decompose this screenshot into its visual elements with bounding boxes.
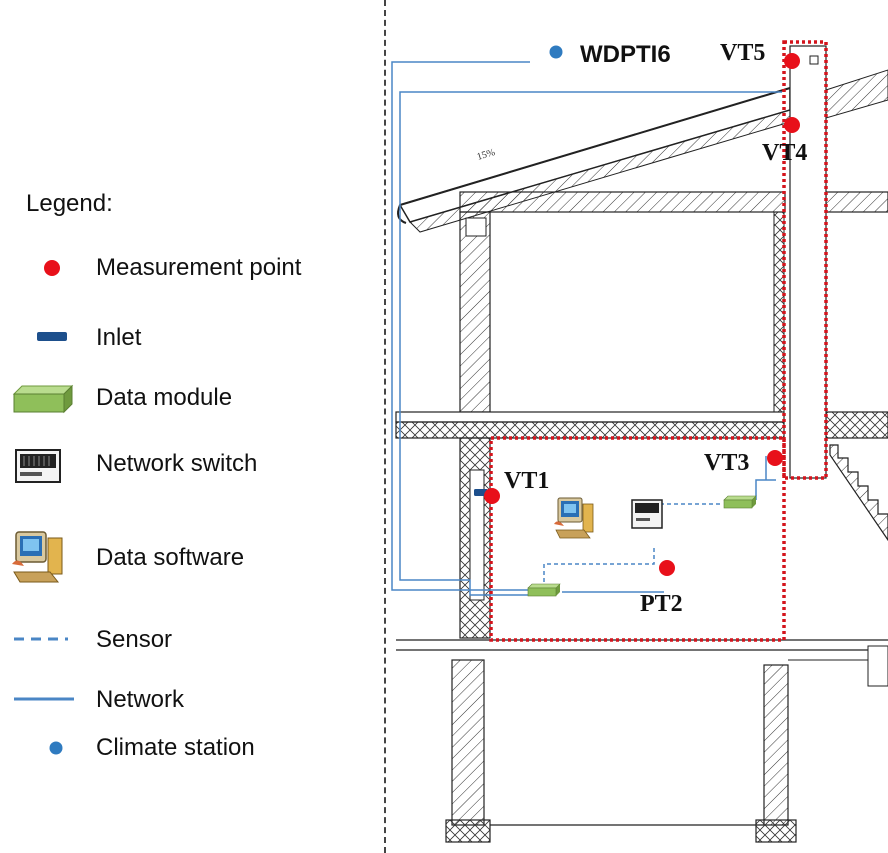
network-line-icon: [14, 697, 74, 701]
ventilation-shaft: [789, 45, 827, 479]
network-lines: [391, 61, 782, 596]
climate-station-icon: [49, 741, 63, 755]
room-zone-outline: [489, 436, 786, 642]
legend-item-climate-station: Climate station: [0, 728, 385, 768]
vt5-label: VT5: [720, 40, 765, 66]
upper-walls: [459, 211, 785, 413]
pt2-label: PT2: [640, 591, 683, 617]
network-switch-icon: [15, 449, 61, 483]
data-module-room: [527, 583, 561, 597]
legend-item-inlet: Inlet: [0, 318, 385, 358]
legend-item-network-switch: Network switch: [0, 444, 385, 484]
legend-label: Network: [96, 686, 185, 713]
legend-label: Inlet: [96, 324, 142, 351]
vt3-label: VT3: [704, 450, 749, 476]
measurement-point-vt5: [784, 53, 800, 69]
computer-icon: [12, 531, 63, 583]
sensor-line-icon: [14, 637, 68, 641]
legend-label: Measurement point: [96, 254, 302, 281]
legend-label: Sensor: [96, 626, 173, 653]
measurement-zones: [489, 40, 828, 642]
lower-walls: [459, 437, 491, 639]
data-module-vt3: [723, 495, 757, 509]
legend-label: Network switch: [96, 450, 258, 477]
climate-station-label: WDPTI6: [580, 41, 671, 68]
legend-panel: Legend: Measurement point Inlet Data mod…: [0, 0, 385, 853]
legend-label: Climate station: [96, 734, 255, 761]
legend-item-data-module: Data module: [0, 378, 385, 418]
climate-station-marker: [549, 45, 563, 59]
legend-label: Data software: [96, 544, 245, 571]
attic-floor: [459, 191, 888, 213]
legend-divider: [384, 0, 386, 853]
legend-item-measurement-point: Measurement point: [0, 248, 385, 288]
measurement-point-vt1: [484, 488, 500, 504]
legend-item-network: Network: [0, 680, 385, 720]
sensor-lines: [543, 503, 722, 582]
vt1-label: VT1: [504, 468, 549, 494]
legend-item-data-software: Data software: [0, 528, 385, 588]
legend-label: Data module: [96, 384, 233, 411]
stairs: [829, 444, 888, 542]
shaft-zone-outline: [782, 40, 828, 480]
roof-slope-label: 15%: [476, 147, 497, 163]
data-module-icon: [12, 384, 74, 414]
vt4-label: VT4: [762, 140, 807, 166]
data-software-computer: [554, 497, 594, 539]
measurement-point-vt4: [784, 117, 800, 133]
network-switch: [631, 499, 663, 529]
legend-item-sensor: Sensor: [0, 620, 385, 660]
basement: [396, 639, 888, 843]
measurement-point-vt3: [767, 450, 783, 466]
measurement-point-pt2: [659, 560, 675, 576]
measurement-point-icon: [44, 260, 60, 276]
inlet-icon: [37, 332, 67, 341]
legend-title: Legend:: [26, 190, 113, 217]
